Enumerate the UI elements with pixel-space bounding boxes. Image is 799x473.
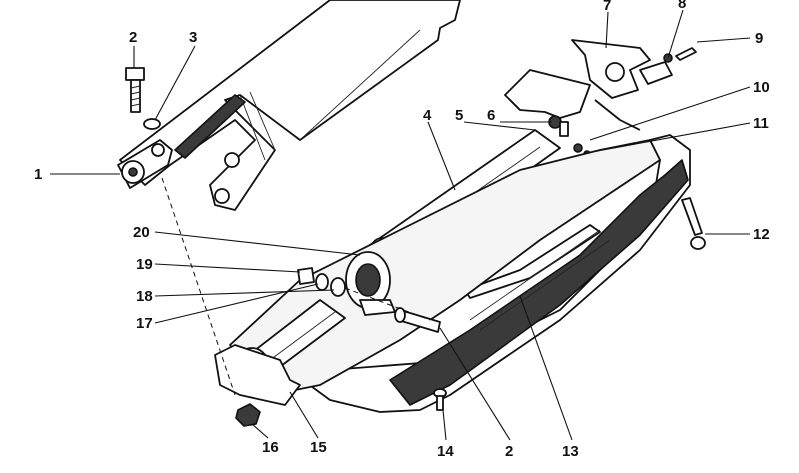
callout-17: 17 (136, 315, 153, 332)
callout-14: 14 (437, 443, 454, 460)
callout-4: 4 (423, 107, 432, 124)
small-screws (559, 121, 591, 158)
callout-labels: 1 2 3 4 5 6 7 8 9 10 11 12 13 14 15 16 2… (34, 0, 770, 460)
plate-bracket (571, 39, 651, 131)
nut-16 (235, 403, 261, 427)
lower-bearing-flange (214, 344, 301, 406)
washer (143, 118, 161, 130)
callout-3: 3 (189, 29, 197, 46)
callout-11: 11 (753, 115, 769, 132)
switch-unit (639, 53, 673, 85)
callout-18: 18 (136, 288, 153, 305)
washer-17 (315, 273, 329, 291)
callout-13: 13 (562, 443, 579, 460)
bearing-ring (345, 251, 396, 316)
bolt-12 (681, 197, 706, 250)
callout-6: 6 (487, 107, 495, 124)
callout-2: 2 (129, 29, 137, 46)
assembly-axis-2 (344, 287, 431, 321)
callout-20: 20 (133, 224, 150, 241)
callout-1: 1 (34, 166, 42, 183)
clamp-lug (117, 139, 173, 189)
assembly-axis (161, 177, 236, 396)
callout-9: 9 (755, 30, 763, 47)
callout-16: 16 (262, 439, 279, 456)
callout-10: 10 (753, 79, 770, 96)
callout-8: 8 (678, 0, 686, 12)
callout-5: 5 (455, 107, 463, 124)
screw (675, 47, 697, 61)
lower-cover-housing (299, 134, 691, 413)
washer-18 (330, 277, 346, 297)
nut-19 (297, 267, 315, 285)
clamp-bolt (125, 67, 145, 113)
mounting-bracket (504, 69, 591, 129)
callout-2-lower: 2 (505, 443, 513, 460)
long-bolt (394, 307, 441, 333)
callout-7: 7 (603, 0, 611, 14)
callout-12: 12 (753, 226, 770, 243)
callout-19: 19 (136, 256, 153, 273)
screw-14 (433, 388, 447, 411)
callout-15: 15 (310, 439, 327, 456)
upper-column-housing (119, 0, 461, 211)
leader-lines (50, 9, 751, 441)
upper-half-cover (229, 139, 661, 396)
